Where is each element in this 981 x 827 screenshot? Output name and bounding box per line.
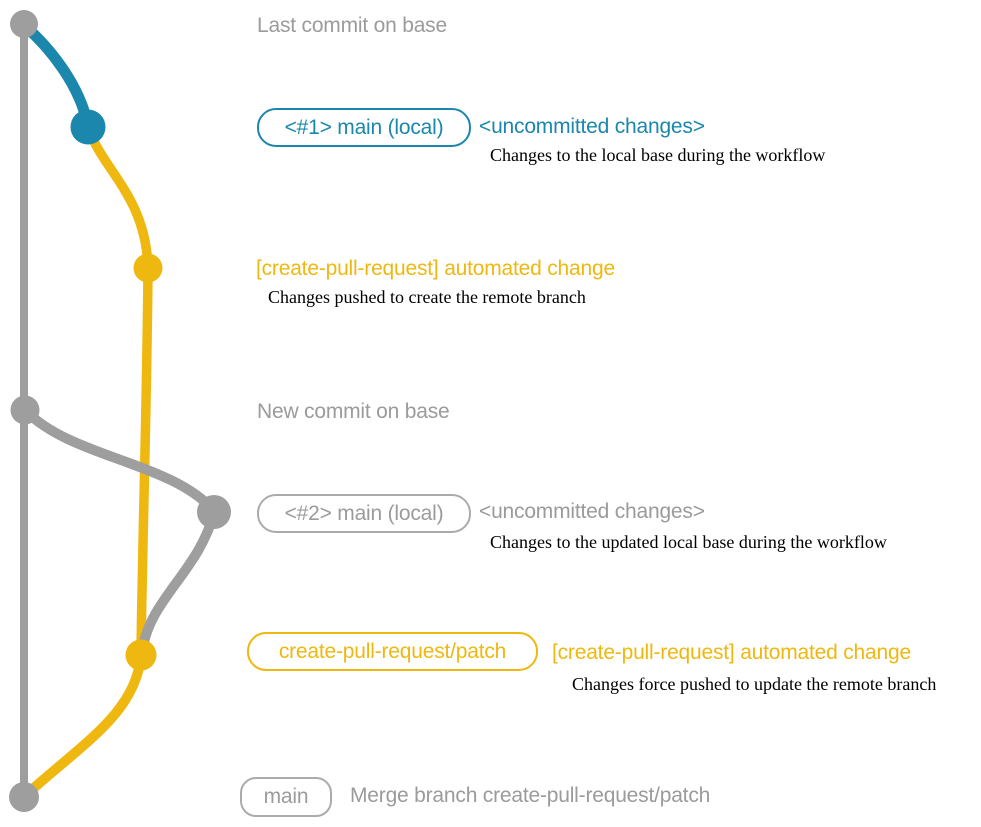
note-local-base-changes: Changes to the local base during the wor…	[490, 145, 826, 165]
commit-label-automated-2: [create-pull-request] automated change	[552, 641, 911, 664]
note-updated-local-base-changes: Changes to the updated local base during…	[490, 532, 887, 552]
branch-badge-main-local-2: <#2> main (local)	[257, 494, 471, 533]
status-uncommitted-2: <uncommitted changes>	[479, 500, 705, 523]
commit-label-merge: Merge branch create-pull-request/patch	[350, 784, 711, 807]
local-branch-line	[19, 20, 94, 132]
commit-dot-automated-2	[125, 639, 157, 671]
commit-dot-new-base	[10, 395, 40, 425]
commit-dot-last-base	[10, 10, 38, 38]
remote-branch-merge-line	[22, 650, 146, 799]
branch-badge-main-local-1: <#1> main (local)	[257, 108, 471, 147]
branch-badge-create-pull-request-patch: create-pull-request/patch	[247, 632, 538, 671]
commit-dot-merge	[9, 782, 39, 812]
update-branch-line-out	[21, 406, 219, 516]
note-force-push-update-branch: Changes force pushed to update the remot…	[572, 674, 937, 694]
commit-dot-local-2	[197, 495, 231, 529]
commit-label-last-base: Last commit on base	[257, 14, 447, 37]
commit-label-new-base: New commit on base	[257, 400, 450, 423]
status-uncommitted-1: <uncommitted changes>	[479, 115, 705, 138]
branch-badge-main: main	[240, 777, 332, 817]
commit-dot-local-1	[70, 109, 106, 145]
commit-label-automated-1: [create-pull-request] automated change	[256, 257, 615, 280]
note-push-create-branch: Changes pushed to create the remote bran…	[268, 287, 586, 307]
remote-branch-line-upper	[83, 122, 153, 659]
update-branch-line-in	[137, 508, 219, 658]
commit-dot-automated-1	[133, 253, 163, 283]
